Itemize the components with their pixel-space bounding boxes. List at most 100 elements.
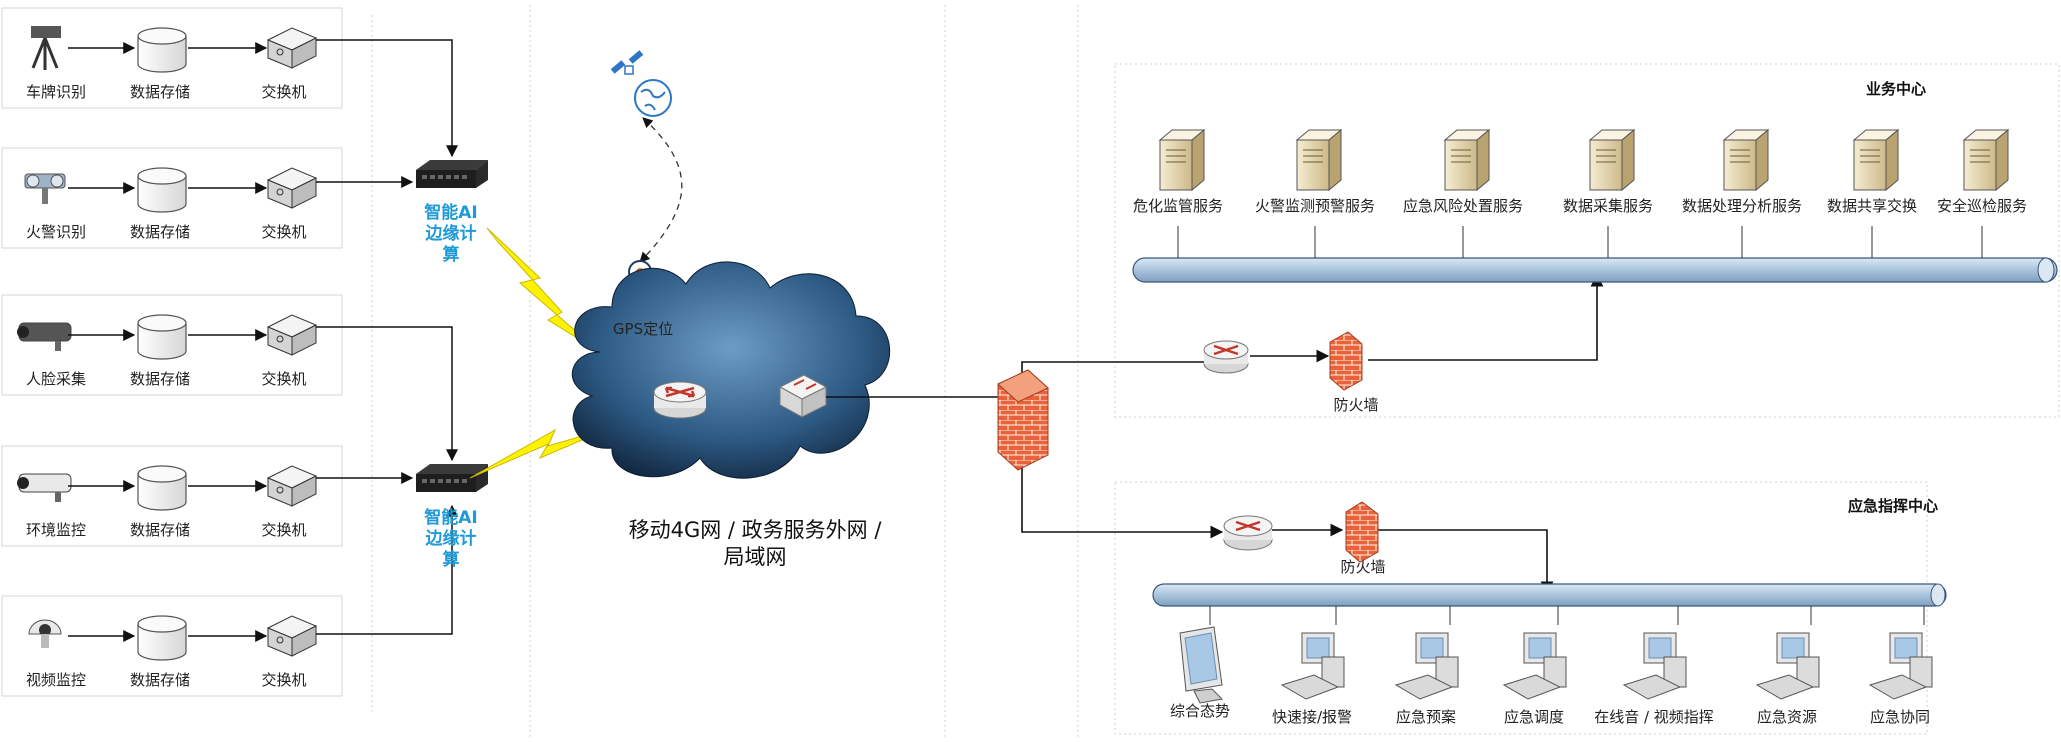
server-label: 火警监测预警服务 [1254, 197, 1376, 215]
gps-link [639, 117, 683, 263]
source-label: 人脸采集 [25, 370, 87, 388]
emergency-firewall-icon [1345, 501, 1379, 563]
source-row [1, 147, 414, 249]
server-label: 应急风险处置服务 [1402, 197, 1524, 215]
workstation-icon [1622, 632, 1687, 700]
emergency-center-box [1114, 481, 1928, 735]
switch-label: 交换机 [261, 223, 307, 241]
bullet-camera-icon [17, 322, 72, 351]
row-frame [1, 445, 343, 547]
edge-computer-icon [416, 160, 488, 188]
terminal-label: 应急调度 [1503, 708, 1565, 726]
source-rows [1, 7, 458, 697]
business-center-title: 业务中心 [1866, 80, 1927, 98]
emergency-center [1152, 583, 1947, 704]
terminal-label: 应急协同 [1869, 708, 1931, 726]
terminal-label: 快速接/报警 [1271, 708, 1353, 726]
storage-cylinder-icon [137, 314, 187, 360]
network-label-line1: 移动4G网 / 政务服务外网 / [628, 518, 882, 542]
satellite-icon [610, 50, 672, 117]
row-frame [1, 294, 343, 396]
switch-label: 交换机 [261, 521, 307, 539]
server-label: 安全巡检服务 [1936, 197, 2028, 215]
storage-cylinder-icon [137, 465, 187, 511]
main-links [826, 273, 1604, 595]
fire-detector-icon [24, 173, 66, 204]
edge-label-line3: 算 [442, 550, 460, 570]
edge-label-line2: 边缘计 [425, 224, 477, 244]
tripod-camera-icon [31, 26, 61, 70]
row-frame [1, 7, 343, 109]
switch-in-cloud-icon [778, 374, 828, 418]
switch-icon [266, 167, 318, 209]
server-icon [1962, 128, 2010, 192]
storage-label: 数据存储 [129, 223, 191, 241]
server-label: 数据采集服务 [1562, 197, 1654, 215]
cloud-network [571, 261, 891, 479]
network-label: 移动4G网 / 政务服务外网 / 局域网 [605, 517, 905, 571]
storage-label: 数据存储 [129, 521, 191, 539]
edge-label-line3: 算 [442, 245, 460, 265]
row-frame [1, 595, 343, 697]
source-label: 车牌识别 [25, 83, 87, 101]
workstation-icon [1280, 632, 1345, 700]
business-center-box [1114, 63, 2060, 418]
server-icon [1443, 128, 1491, 192]
server-icon [1588, 128, 1636, 192]
switch-label: 交换机 [261, 671, 307, 689]
server-icon [1158, 128, 1206, 192]
edge-label-line1: 智能AI [424, 203, 478, 223]
server-icon [1295, 128, 1343, 192]
switch-icon [266, 27, 318, 69]
storage-cylinder-icon [137, 615, 187, 661]
edge-label-line1: 智能AI [424, 508, 478, 528]
emergency-firewall-label: 防火墙 [1340, 558, 1386, 576]
business-bus [1132, 257, 2058, 283]
storage-cylinder-icon [137, 27, 187, 73]
bullet-camera-icon [17, 473, 72, 502]
edge-computing-label-bottom: 智能AI 边缘计 算 [416, 508, 486, 571]
edge-label-line2: 边缘计 [425, 529, 477, 549]
server-label: 危化监管服务 [1132, 197, 1224, 215]
source-label: 视频监控 [25, 671, 87, 689]
business-firewall-icon [1329, 331, 1363, 391]
gps-label: GPS定位 [612, 320, 674, 338]
source-row [1, 445, 414, 547]
storage-cylinder-icon [137, 167, 187, 213]
switch-icon [266, 314, 318, 356]
uplink-arrow [316, 326, 458, 462]
emergency-router-icon [1223, 515, 1273, 551]
switch-label: 交换机 [261, 83, 307, 101]
switch-icon [266, 615, 318, 657]
server-label: 数据共享交换 [1826, 197, 1918, 215]
server-label: 数据处理分析服务 [1681, 197, 1803, 215]
bus-end-cap [2037, 257, 2055, 283]
router-in-cloud-icon [653, 381, 707, 419]
uplink-arrow [316, 39, 458, 158]
source-label: 火警识别 [25, 223, 87, 241]
storage-label: 数据存储 [129, 370, 191, 388]
wireless-link-upper [486, 227, 601, 353]
edge-computing-label-top: 智能AI 边缘计 算 [416, 203, 486, 266]
server-icon [1852, 128, 1900, 192]
business-center [1132, 128, 2058, 283]
monitor-icon [1179, 626, 1224, 704]
business-router-icon [1203, 340, 1249, 374]
main-firewall-icon [997, 369, 1049, 471]
emergency-center-title: 应急指挥中心 [1848, 497, 1939, 515]
terminal-label: 综合态势 [1169, 702, 1231, 720]
workstation-icon [1868, 632, 1933, 700]
switch-label: 交换机 [261, 370, 307, 388]
terminal-label: 应急资源 [1756, 708, 1818, 726]
source-label: 环境监控 [25, 521, 87, 539]
business-firewall-label: 防火墙 [1333, 396, 1379, 414]
switch-icon [266, 465, 318, 507]
emergency-bus [1152, 583, 1947, 607]
storage-label: 数据存储 [129, 83, 191, 101]
network-label-line2: 局域网 [723, 545, 787, 569]
terminal-label: 在线音 / 视频指挥 [1594, 708, 1714, 726]
server-icon [1722, 128, 1770, 192]
storage-label: 数据存储 [129, 671, 191, 689]
